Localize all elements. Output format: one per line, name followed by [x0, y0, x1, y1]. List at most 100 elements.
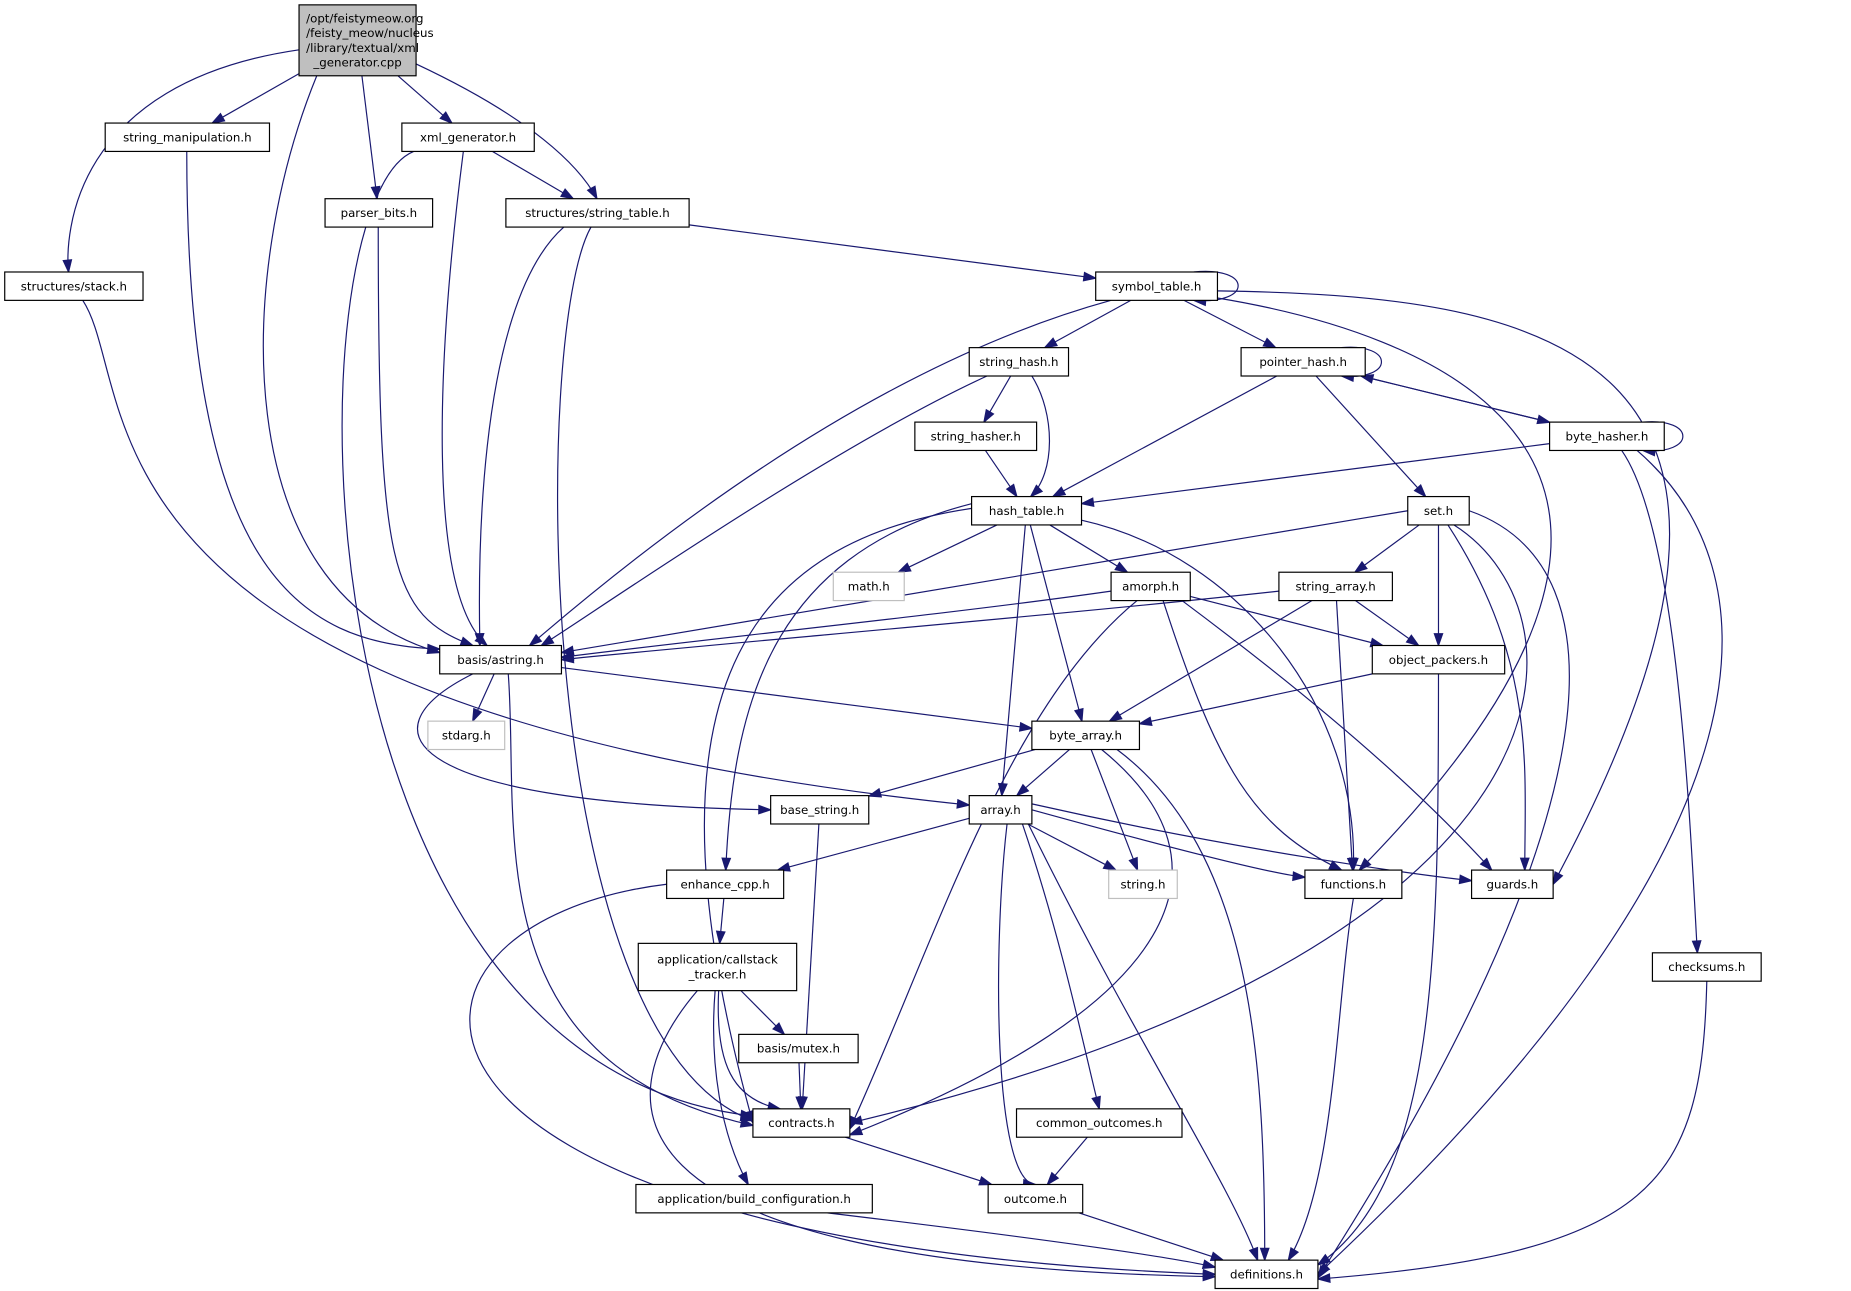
node-box[interactable]	[427, 720, 506, 751]
node-box[interactable]	[968, 347, 1070, 377]
edge-line	[689, 224, 1096, 279]
node-pointer_hash[interactable]: pointer_hash.h	[1240, 347, 1366, 377]
edge-line	[1287, 898, 1354, 1261]
node-box[interactable]	[298, 4, 417, 77]
node-amorph[interactable]: amorph.h	[1110, 571, 1191, 602]
node-mutex[interactable]: basis/mutex.h	[738, 1033, 859, 1064]
node-string_hash[interactable]: string_hash.h	[968, 347, 1070, 377]
edge-line	[1116, 749, 1266, 1261]
node-callstack_tracker[interactable]: application/callstack_tracker.h	[637, 942, 798, 992]
node-common_outcomes[interactable]: common_outcomes.h	[1015, 1108, 1183, 1138]
node-box[interactable]	[1240, 347, 1366, 377]
edge-root-to-astring	[262, 75, 442, 654]
arrowhead-icon	[1519, 857, 1530, 872]
node-box[interactable]	[635, 1183, 873, 1214]
node-box[interactable]	[752, 1108, 851, 1138]
node-box[interactable]	[832, 571, 905, 602]
edge-line	[186, 151, 440, 650]
node-box[interactable]	[971, 495, 1083, 526]
node-box[interactable]	[4, 271, 144, 301]
node-enhance_cpp[interactable]: enhance_cpp.h	[666, 869, 785, 900]
node-stack[interactable]: structures/stack.h	[4, 271, 144, 301]
node-box[interactable]	[324, 198, 434, 228]
node-symbol_table[interactable]: symbol_table.h	[1095, 271, 1219, 301]
edge-symbol_table-to-guards	[1217, 290, 1671, 886]
arrowhead-icon	[62, 259, 73, 274]
node-box[interactable]	[968, 795, 1033, 825]
edge-parser_bits-to-astring	[377, 227, 475, 647]
node-box[interactable]	[1095, 271, 1219, 301]
node-object_packers[interactable]: object_packers.h	[1371, 644, 1506, 675]
edge-line	[1217, 290, 1671, 885]
node-box[interactable]	[1304, 869, 1403, 900]
edge-hash_table-to-math	[896, 524, 998, 573]
node-box[interactable]	[505, 198, 690, 228]
node-box[interactable]	[987, 1183, 1084, 1214]
node-definitions[interactable]: definitions.h	[1214, 1259, 1319, 1290]
edge-line	[1109, 600, 1313, 722]
node-contracts[interactable]: contracts.h	[752, 1108, 851, 1138]
node-box[interactable]	[1549, 421, 1665, 452]
arrowhead-icon	[439, 111, 454, 125]
node-outcome[interactable]: outcome.h	[987, 1183, 1084, 1214]
node-guards[interactable]: guards.h	[1470, 869, 1554, 900]
node-box[interactable]	[738, 1033, 859, 1064]
node-parser_bits[interactable]: parser_bits.h	[324, 198, 434, 228]
node-box[interactable]	[104, 122, 271, 153]
edge-array-to-common_outcomes	[1021, 823, 1101, 1111]
node-string_array[interactable]: string_array.h	[1278, 571, 1393, 602]
node-string_h[interactable]: string.h	[1108, 869, 1178, 900]
edge-byte_array-to-string_h	[1090, 749, 1139, 872]
node-base_string[interactable]: base_string.h	[770, 795, 870, 825]
node-box[interactable]	[401, 122, 535, 153]
root-file-node[interactable]: /opt/feistymeow.org/feisty_meow/nucleus/…	[298, 4, 434, 77]
edge-common_outcomes-to-outcome	[1046, 1136, 1088, 1186]
node-box[interactable]	[1110, 571, 1191, 602]
node-box[interactable]	[914, 421, 1038, 452]
node-box[interactable]	[1470, 869, 1554, 900]
node-checksums[interactable]: checksums.h	[1651, 952, 1762, 982]
node-hash_table[interactable]: hash_table.h	[971, 495, 1083, 526]
arrowhead-icon	[1209, 1251, 1225, 1261]
arrowhead-icon	[1413, 484, 1427, 498]
node-xml_generator[interactable]: xml_generator.h	[401, 122, 535, 153]
node-string_hasher[interactable]: string_hasher.h	[914, 421, 1038, 452]
node-label: structures/string_table.h	[525, 206, 670, 220]
arrowhead-icon	[795, 1096, 806, 1111]
edge-line	[1447, 524, 1526, 871]
node-box[interactable]	[1278, 571, 1393, 602]
node-box[interactable]	[1015, 1108, 1183, 1138]
node-set[interactable]: set.h	[1407, 495, 1470, 526]
node-box[interactable]	[1407, 495, 1470, 526]
edge-byte_array-to-contracts	[848, 749, 1173, 1136]
node-box[interactable]	[637, 942, 798, 992]
node-label: string_hash.h	[979, 355, 1058, 369]
node-build_configuration[interactable]: application/build_configuration.h	[635, 1183, 873, 1214]
arrowhead-icon	[1082, 271, 1098, 282]
node-string_table[interactable]: structures/string_table.h	[505, 198, 690, 228]
edge-enhance_cpp-to-callstack_tracker	[715, 898, 726, 946]
node-functions[interactable]: functions.h	[1304, 869, 1403, 900]
node-box[interactable]	[770, 795, 870, 825]
node-box[interactable]	[666, 869, 785, 900]
node-box[interactable]	[1031, 720, 1141, 751]
node-astring[interactable]: basis/astring.h	[439, 644, 563, 675]
node-math[interactable]: math.h	[832, 571, 905, 602]
node-stdarg[interactable]: stdarg.h	[427, 720, 506, 751]
node-box[interactable]	[1651, 952, 1762, 982]
node-box[interactable]	[1214, 1259, 1319, 1290]
node-byte_array[interactable]: byte_array.h	[1031, 720, 1141, 751]
node-byte_hasher[interactable]: byte_hasher.h	[1549, 421, 1665, 452]
node-label: checksums.h	[1668, 960, 1745, 974]
arrowhead-icon	[1018, 721, 1034, 732]
arrowhead-icon	[1102, 859, 1118, 871]
node-box[interactable]	[439, 644, 563, 675]
edge-line	[1027, 823, 1117, 871]
node-string_manipulation[interactable]: string_manipulation.h	[104, 122, 271, 153]
arrowhead-icon	[210, 112, 226, 124]
node-box[interactable]	[1371, 644, 1506, 675]
edge-line	[561, 590, 1112, 658]
node-array[interactable]: array.h	[968, 795, 1033, 825]
node-box[interactable]	[1108, 869, 1178, 900]
